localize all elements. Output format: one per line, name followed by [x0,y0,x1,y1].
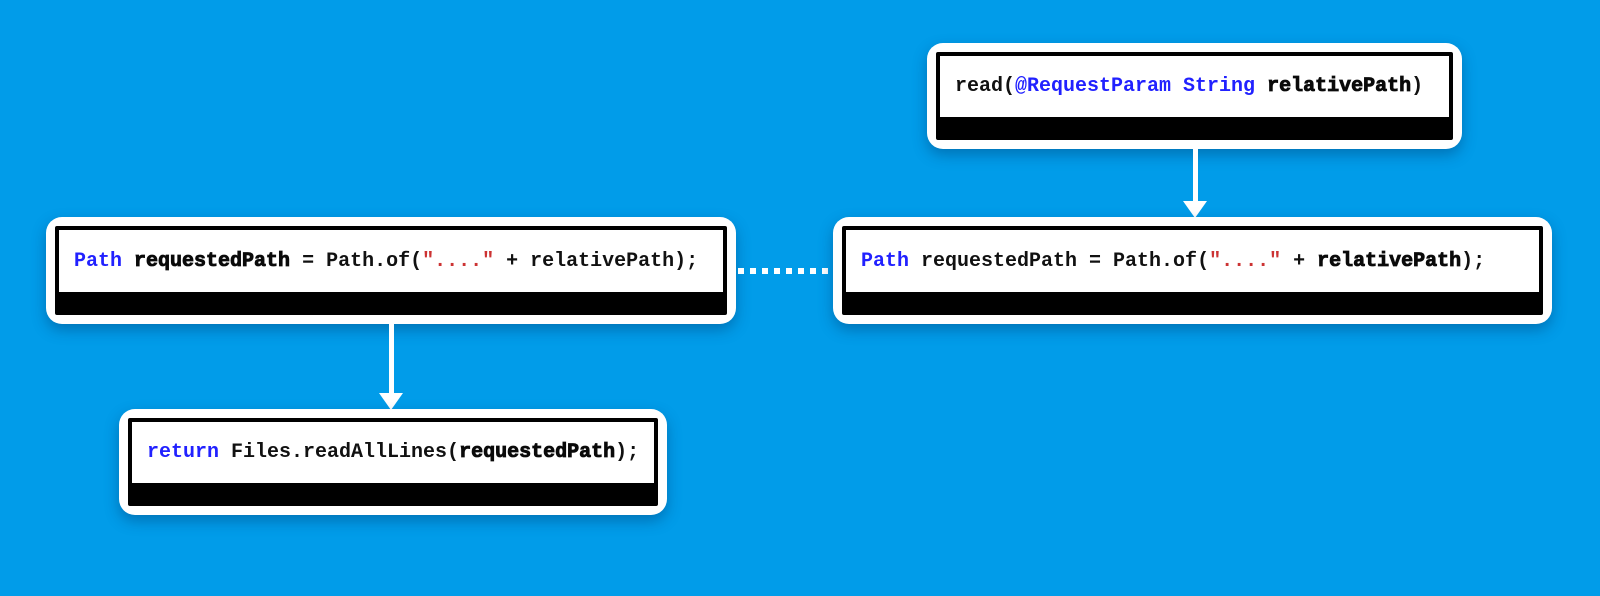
arrow-path-to-return-icon [379,323,403,410]
code-token-keyword: @RequestParam String [1015,75,1256,98]
code-token-keyword: Path [74,249,123,273]
node-frame: read(@RequestParam String relativePath) [936,52,1453,140]
node-path-assignment-left: Path requestedPath = Path.of("...." + re… [46,217,736,324]
code-line: read(@RequestParam String relativePath) [940,56,1449,117]
code-line: return Files.readAllLines(requestedPath)… [132,422,654,483]
node-return-statement: return Files.readAllLines(requestedPath)… [119,409,667,515]
node-frame: Path requestedPath = Path.of("...." + re… [842,226,1543,315]
node-bottom-bar [846,292,1539,311]
code-token-emphasis: requestedPath [459,441,616,465]
code-token-keyword: return [147,441,220,464]
code-token-emphasis: requestedPath [134,249,291,273]
code-token: Files.readAllLines( [219,441,460,464]
code-token-string: "...." [422,249,495,273]
code-token: read( [955,75,1016,98]
node-bottom-bar [132,483,654,502]
dotted-connector [738,268,832,274]
code-token [122,250,134,273]
code-token: + [1281,249,1318,273]
node-path-assignment-right: Path requestedPath = Path.of("...." + re… [833,217,1552,324]
code-token: requestedPath = Path.of( [909,249,1210,273]
code-line: Path requestedPath = Path.of("...." + re… [59,230,723,292]
code-token-emphasis: relativePath [1317,249,1462,273]
code-token: ); [615,441,640,464]
code-token [1255,75,1267,98]
node-frame: Path requestedPath = Path.of("...." + re… [55,226,727,315]
node-frame: return Files.readAllLines(requestedPath)… [128,418,658,506]
node-read-method: read(@RequestParam String relativePath) [927,43,1462,149]
node-bottom-bar [940,117,1449,136]
node-bottom-bar [59,292,723,311]
code-token: ); [1461,249,1486,273]
arrow-read-to-path-icon [1183,148,1207,218]
code-line: Path requestedPath = Path.of("...." + re… [846,230,1539,292]
code-token: = Path.of( [290,249,423,273]
code-token-string: "...." [1209,249,1282,273]
code-token: + relativePath); [494,249,699,273]
code-token: ) [1411,75,1424,98]
code-token-emphasis: relativePath [1267,75,1412,99]
code-token-keyword: Path [861,249,910,273]
